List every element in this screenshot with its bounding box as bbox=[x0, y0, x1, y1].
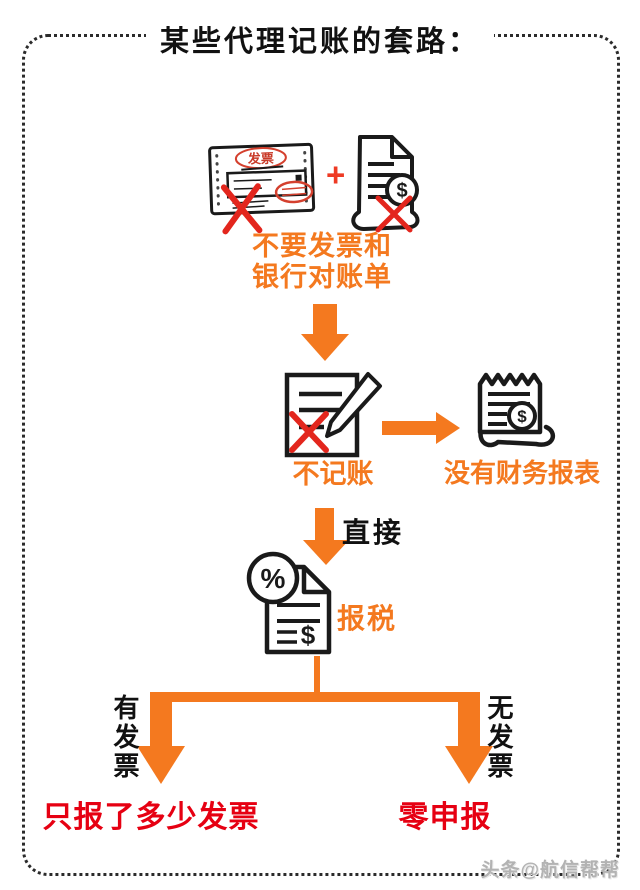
bank-statement-icon: $ bbox=[351, 135, 420, 233]
right-arrow-icon bbox=[382, 412, 460, 444]
no-statements-label: 没有财务报表 bbox=[443, 458, 600, 488]
invoice-stamp-text: 发票 bbox=[247, 151, 275, 167]
step1-label-line2: 银行对账单 bbox=[252, 262, 392, 292]
tax-filing-icon: $ % bbox=[246, 551, 332, 655]
page-title: 某些代理记账的套路： bbox=[145, 18, 495, 60]
percent-circle-icon bbox=[246, 551, 300, 605]
plus-icon: + bbox=[326, 156, 346, 193]
result-partial-filing: 只报了多少发票 bbox=[42, 801, 260, 834]
no-bookkeeping-label: 不记账 bbox=[292, 459, 374, 489]
branch-connector bbox=[137, 656, 493, 784]
financial-report-icon: $ bbox=[477, 372, 556, 448]
red-cross-icon bbox=[220, 183, 263, 235]
percent-icon: % bbox=[261, 563, 286, 594]
pen-icon bbox=[325, 372, 382, 438]
direct-label: 直接 bbox=[342, 517, 405, 548]
dollar-icon: $ bbox=[301, 620, 316, 650]
down-arrow-icon bbox=[301, 304, 349, 361]
tax-filing-label: 报税 bbox=[337, 603, 398, 634]
bookkeeping-document-icon bbox=[284, 372, 382, 458]
result-zero-filing: 零申报 bbox=[398, 801, 492, 834]
red-cross-icon bbox=[375, 195, 413, 233]
invoice-icon: 发票 bbox=[208, 142, 316, 235]
condition-no-invoice: 无发票 bbox=[484, 694, 514, 781]
down-arrow-icon bbox=[137, 746, 185, 784]
dollar-icon: $ bbox=[517, 407, 527, 426]
down-arrow-icon bbox=[445, 746, 493, 784]
dollar-icon: $ bbox=[396, 180, 407, 202]
red-cross-icon bbox=[289, 411, 329, 453]
down-arrow-icon bbox=[303, 508, 349, 565]
watermark: 头条@航信帮帮 bbox=[480, 860, 620, 881]
condition-has-invoice: 有发票 bbox=[110, 694, 140, 781]
step1-label-line1: 不要发票和 bbox=[252, 231, 392, 261]
step1-label: 不要发票和 银行对账单 bbox=[212, 231, 432, 293]
